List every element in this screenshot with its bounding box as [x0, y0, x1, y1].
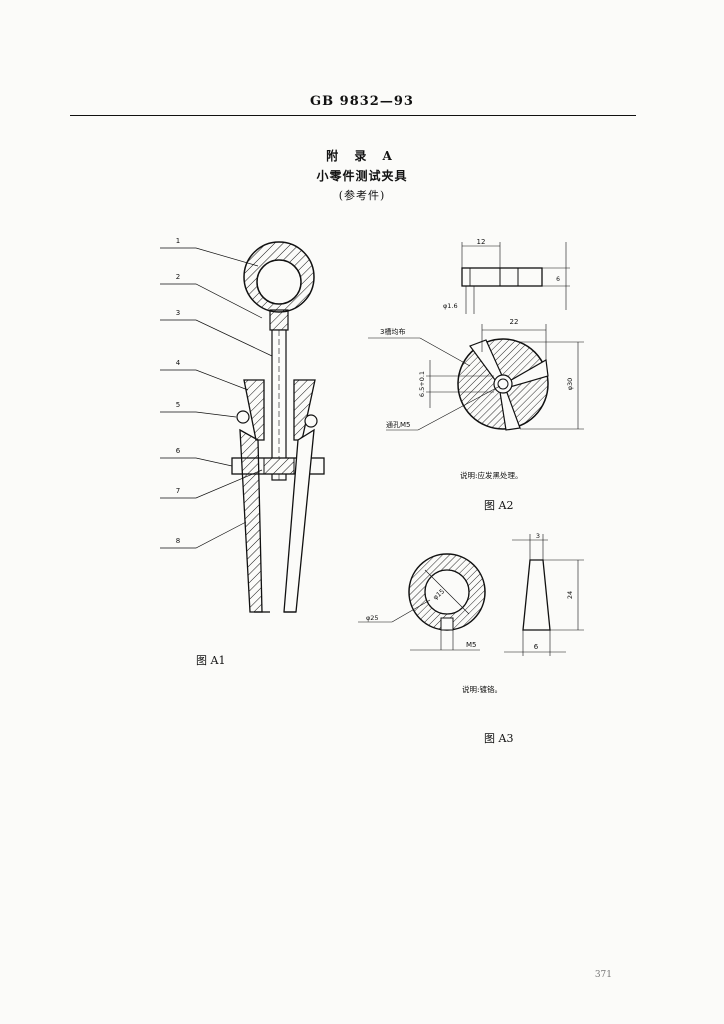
figure-a1-caption: 图 A1	[196, 654, 226, 667]
dim-12: 12	[477, 238, 486, 246]
dim-m5: M5	[466, 641, 477, 649]
figure-a3-drawing: φ15 φ25 M5 3 24 6	[358, 532, 584, 656]
appendix-subtitle: 小零件测试夹具	[316, 169, 408, 183]
callout-1: 1	[176, 237, 180, 245]
callout-8: 8	[176, 537, 180, 545]
nut-part	[269, 309, 289, 331]
appendix-note: (参考件)	[338, 189, 386, 202]
page-number: 371	[594, 970, 612, 980]
dim-6: 6	[556, 276, 560, 283]
cone-head-left	[243, 379, 265, 441]
jaw-left	[239, 428, 263, 613]
label-slots: 3槽均布	[380, 327, 405, 336]
header-rule	[70, 115, 636, 116]
jaw-right	[283, 428, 315, 613]
callout-3: 3	[176, 309, 180, 317]
figure-a2-caption: 图 A2	[484, 499, 514, 512]
dim-phi30: φ30	[566, 378, 574, 391]
plate-side-view	[461, 267, 543, 287]
figure-a3-caption: 图 A3	[484, 732, 514, 745]
figure-a3-note: 说明:镀铬。	[462, 685, 503, 694]
figure-a2-drawing: 12 6 φ1.6 22 φ30 6.5+0.1 3槽均布 通孔M5	[368, 238, 584, 431]
retaining-disc	[408, 553, 486, 631]
label-hole: 通孔M5	[386, 420, 411, 429]
figure-a1-drawing: 1 2 3 4 5 6 7 8	[160, 237, 325, 613]
dim-24: 24	[566, 591, 574, 599]
ball-part	[236, 410, 250, 424]
callout-5: 5	[176, 401, 180, 409]
dim-22: 22	[510, 318, 519, 326]
slotted-disc	[457, 338, 549, 431]
callout-6: 6	[176, 447, 181, 455]
callout-2: 2	[176, 273, 180, 281]
figure-a2-note: 说明:应发黑处理。	[460, 471, 523, 480]
taper-pin	[522, 559, 551, 631]
callout-4: 4	[176, 359, 181, 367]
dim-6-5: 6.5+0.1	[418, 371, 426, 397]
callout-7: 7	[176, 487, 180, 495]
dim-3: 3	[536, 532, 540, 540]
ring-part	[243, 241, 315, 313]
dim-6-pin: 6	[534, 643, 539, 651]
standard-number: GB 9832—93	[310, 94, 414, 109]
dim-phi1-6: φ1.6	[443, 302, 458, 310]
dim-phi25: φ25	[366, 614, 379, 622]
appendix-title: 附 录 A	[326, 149, 398, 163]
